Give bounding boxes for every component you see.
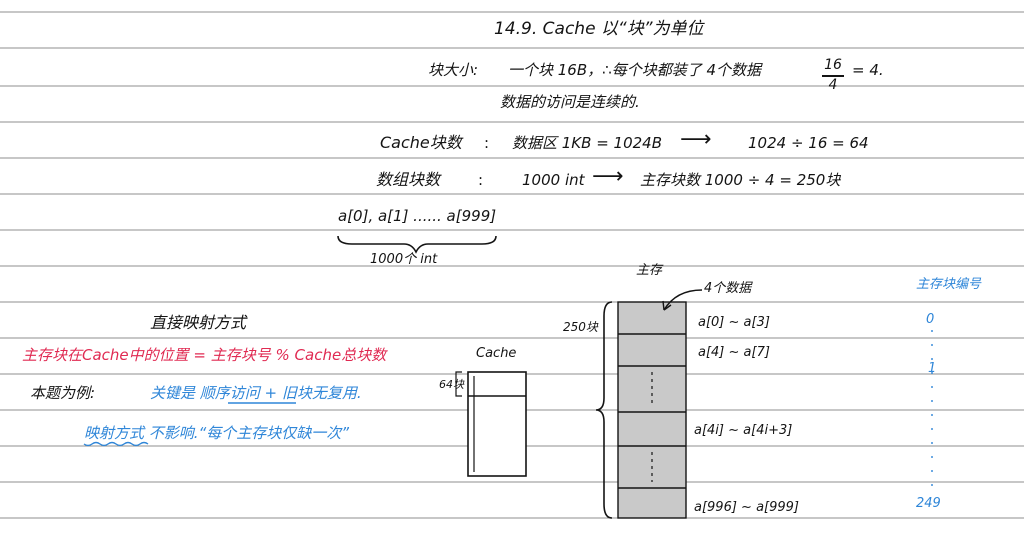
array-blocks-label: 数组块数	[376, 170, 441, 189]
cache-blocks-colon: :	[484, 134, 490, 152]
cache-blocks-result: 1024 ÷ 16 = 64	[748, 134, 869, 152]
memory-column	[617, 301, 687, 519]
block-number-last: 249	[916, 496, 941, 511]
memory-arrow-label: 4个数据	[704, 281, 752, 296]
mapping-formula: 主存块在Cache中的位置 = 主存块号 % Cache总块数	[22, 346, 387, 364]
memory-diagram-label: 主存	[636, 263, 663, 278]
example-label: 本题为例:	[30, 384, 96, 402]
block-number-first: 0	[926, 312, 935, 327]
memory-left-brace	[595, 301, 613, 519]
memory-side-label: 250块	[563, 320, 598, 334]
array-blocks-result: 主存块数 1000 ÷ 4 = 250块	[640, 171, 841, 189]
array-brace-label: 1000个 int	[370, 252, 438, 267]
memory-row-label: a[996] ~ a[999]	[694, 500, 800, 515]
block-size-label: 块大小:	[428, 61, 479, 79]
cache-blocks-label: Cache块数	[380, 133, 462, 152]
page-title: 14.9. Cache 以“块”为单位	[494, 19, 704, 39]
example-key-point: 关键是 顺序访问 + 旧块无复用.	[150, 384, 362, 402]
cache-side-label: 64块	[439, 378, 464, 391]
four-data-arrowhead	[662, 300, 672, 311]
block-size-note: 数据的访问是连续的.	[500, 93, 640, 111]
memory-row-label: a[4i] ~ a[4i+3]	[694, 423, 793, 438]
block-size-text: 一个块 16B，∴每个块都装了 4个数据	[508, 61, 762, 79]
block-fraction: 16 4	[822, 58, 844, 92]
memory-row-label: a[0] ~ a[3]	[698, 315, 770, 330]
array-blocks-expr: 1000 int	[522, 171, 585, 189]
block-fraction-result: = 4.	[852, 61, 884, 79]
fraction-numerator: 16	[824, 57, 842, 73]
cache-blocks-arrow: ⟶	[680, 127, 712, 152]
mapping-wavy-underline	[83, 441, 149, 447]
array-span-text: a[0], a[1] ...... a[999]	[338, 207, 497, 225]
cache-side-bracket	[455, 371, 462, 397]
block-number-header: 主存块编号	[916, 277, 982, 292]
mapping-title: 直接映射方式	[150, 313, 247, 332]
example-note: 映射方式 不影响.“每个主存块仅缺一次”	[84, 424, 350, 442]
fraction-bar	[822, 75, 844, 77]
cache-blocks-expr: 数据区 1KB = 1024B	[512, 134, 663, 152]
cache-box	[467, 371, 527, 477]
brace-under-array	[337, 235, 497, 254]
fraction-denominator: 4	[828, 77, 838, 93]
array-blocks-arrow: ⟶	[592, 164, 624, 189]
cache-diagram-label: Cache	[476, 346, 517, 361]
four-data-arrow	[663, 289, 703, 311]
block-number-second: 1	[928, 361, 937, 376]
array-blocks-colon: :	[478, 171, 484, 189]
memory-row-label: a[4] ~ a[7]	[698, 345, 770, 360]
